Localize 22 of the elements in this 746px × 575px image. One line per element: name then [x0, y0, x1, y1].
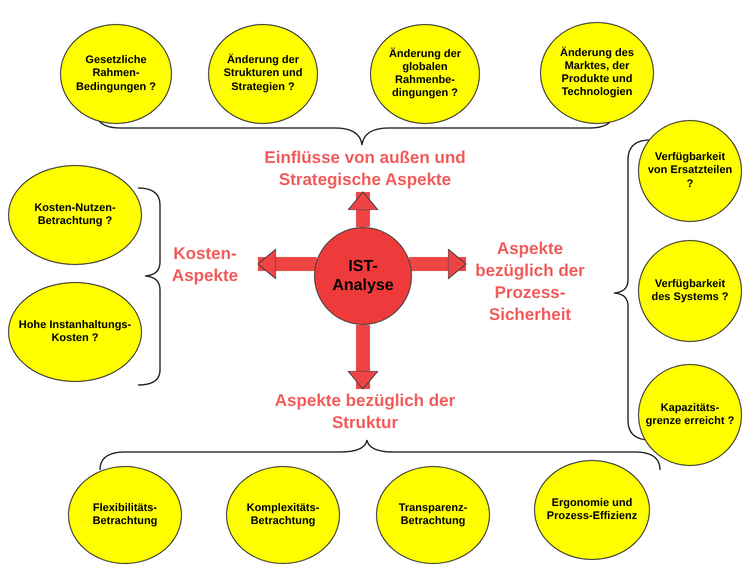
aspect-heading: Kosten-Aspekte: [170, 242, 240, 287]
circle-label: Flexibilitäts-Betrachtung: [92, 502, 158, 528]
circle-label: IST-Analyse: [331, 256, 395, 296]
circle-label: Kosten-Nutzen-Betrachtung ?: [33, 202, 117, 228]
circle-label: Transparenz-Betrachtung: [398, 502, 468, 528]
circle-label: Änderung des Marktes, der Produkte und Technologien: [559, 46, 635, 100]
circle-label: Änderung der Strukturen und Strategien ?: [222, 54, 304, 94]
circle-label: Kapazitäts-grenze erreicht ?: [645, 402, 735, 428]
block-arrow: [258, 248, 317, 280]
circle-label: Komplexitäts-Betrachtung: [246, 502, 320, 528]
circle-label: Gesetzliche Rahmen-Bedingungen ?: [74, 54, 158, 94]
circle-label: Ergonomie und Prozess-Effizienz: [546, 496, 638, 524]
aspect-heading: Aspekte bezüglich der Struktur: [274, 390, 456, 434]
aspect-heading: Einflüsse von außen und Strategische Aspekte: [263, 146, 467, 191]
block-arrow: [348, 325, 378, 390]
circle-label: Verfügbarkeit von Ersatzteilen ?: [646, 151, 734, 191]
circle-label: Verfügbarkeit des Systems ?: [650, 278, 730, 304]
circle-label: Hohe Instanhaltungs-Kosten ?: [18, 318, 132, 346]
block-arrow: [409, 248, 466, 280]
aspect-heading: Aspekte bezüglich der Prozess-Sicherheit: [474, 238, 586, 326]
block-arrow: [348, 192, 378, 227]
circle-label: Änderung der globalen Rahmenbe-dingungen ?: [388, 48, 462, 100]
